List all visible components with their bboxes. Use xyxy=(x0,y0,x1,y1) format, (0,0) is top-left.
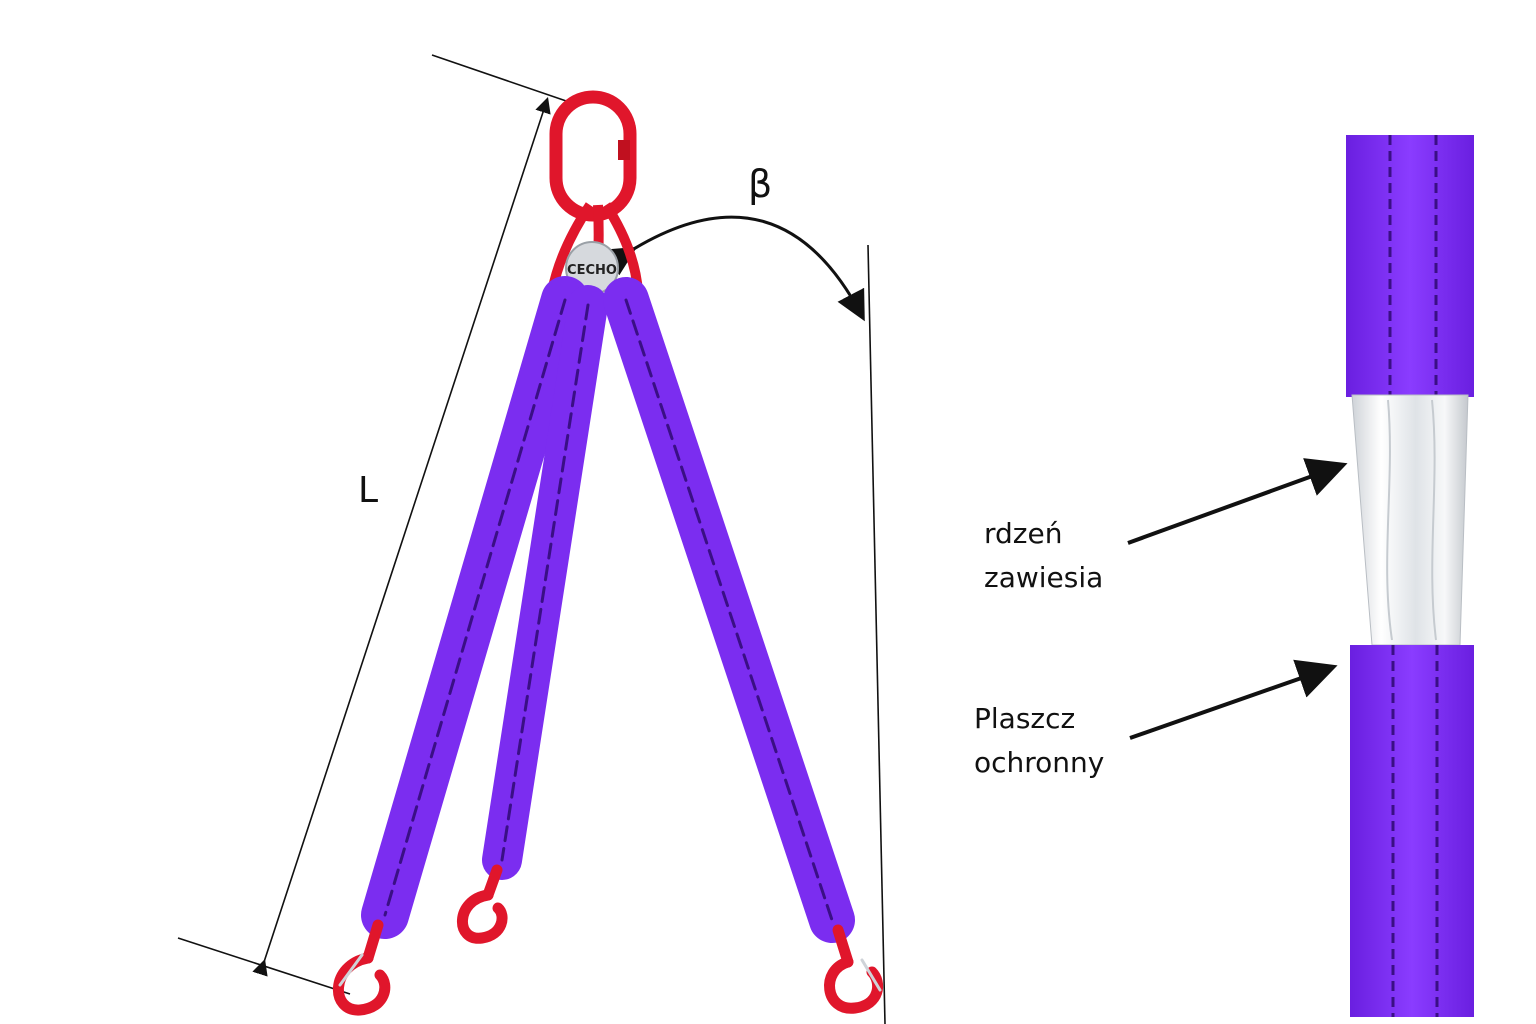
hooks xyxy=(332,864,884,1016)
cover-callout-line2: ochronny xyxy=(974,746,1105,779)
sling-cross-section xyxy=(1346,135,1474,1017)
master-link xyxy=(549,90,637,222)
cover-callout-label: Plaszcz ochronny xyxy=(974,697,1104,785)
sling-leg-middle xyxy=(482,285,608,880)
sling-leg-left xyxy=(361,276,589,939)
vertical-reference-line xyxy=(867,244,886,1024)
angle-arc xyxy=(603,215,865,322)
length-label: L xyxy=(358,470,379,511)
angle-label: β xyxy=(748,162,773,206)
identification-tag: CECHO xyxy=(565,241,619,295)
cover-callout-line1: Plaszcz xyxy=(974,702,1076,735)
top-extension-line xyxy=(431,54,576,105)
tag-brand-text: CECHO xyxy=(567,263,617,278)
cover-bottom xyxy=(1350,645,1474,1017)
hook-middle xyxy=(456,864,508,944)
core-section xyxy=(1351,394,1469,646)
length-dimension xyxy=(177,54,576,995)
core-callout-line2: zawiesia xyxy=(984,561,1104,594)
cover-top xyxy=(1346,135,1474,397)
cover-callout-arrow xyxy=(1129,659,1338,740)
hook-right xyxy=(824,924,884,1014)
bottom-extension-line xyxy=(177,937,351,995)
sling-leg-right xyxy=(603,277,855,943)
sling-legs xyxy=(361,276,855,943)
angle-dimension xyxy=(603,215,886,1024)
hook-left xyxy=(332,919,391,1016)
core-callout-line1: rdzeń xyxy=(984,517,1063,550)
core-callout-label: rdzeń zawiesia xyxy=(984,512,1103,600)
length-arrow-line xyxy=(252,96,551,977)
callout-arrows xyxy=(1127,458,1348,740)
core-callout-arrow xyxy=(1127,458,1348,545)
